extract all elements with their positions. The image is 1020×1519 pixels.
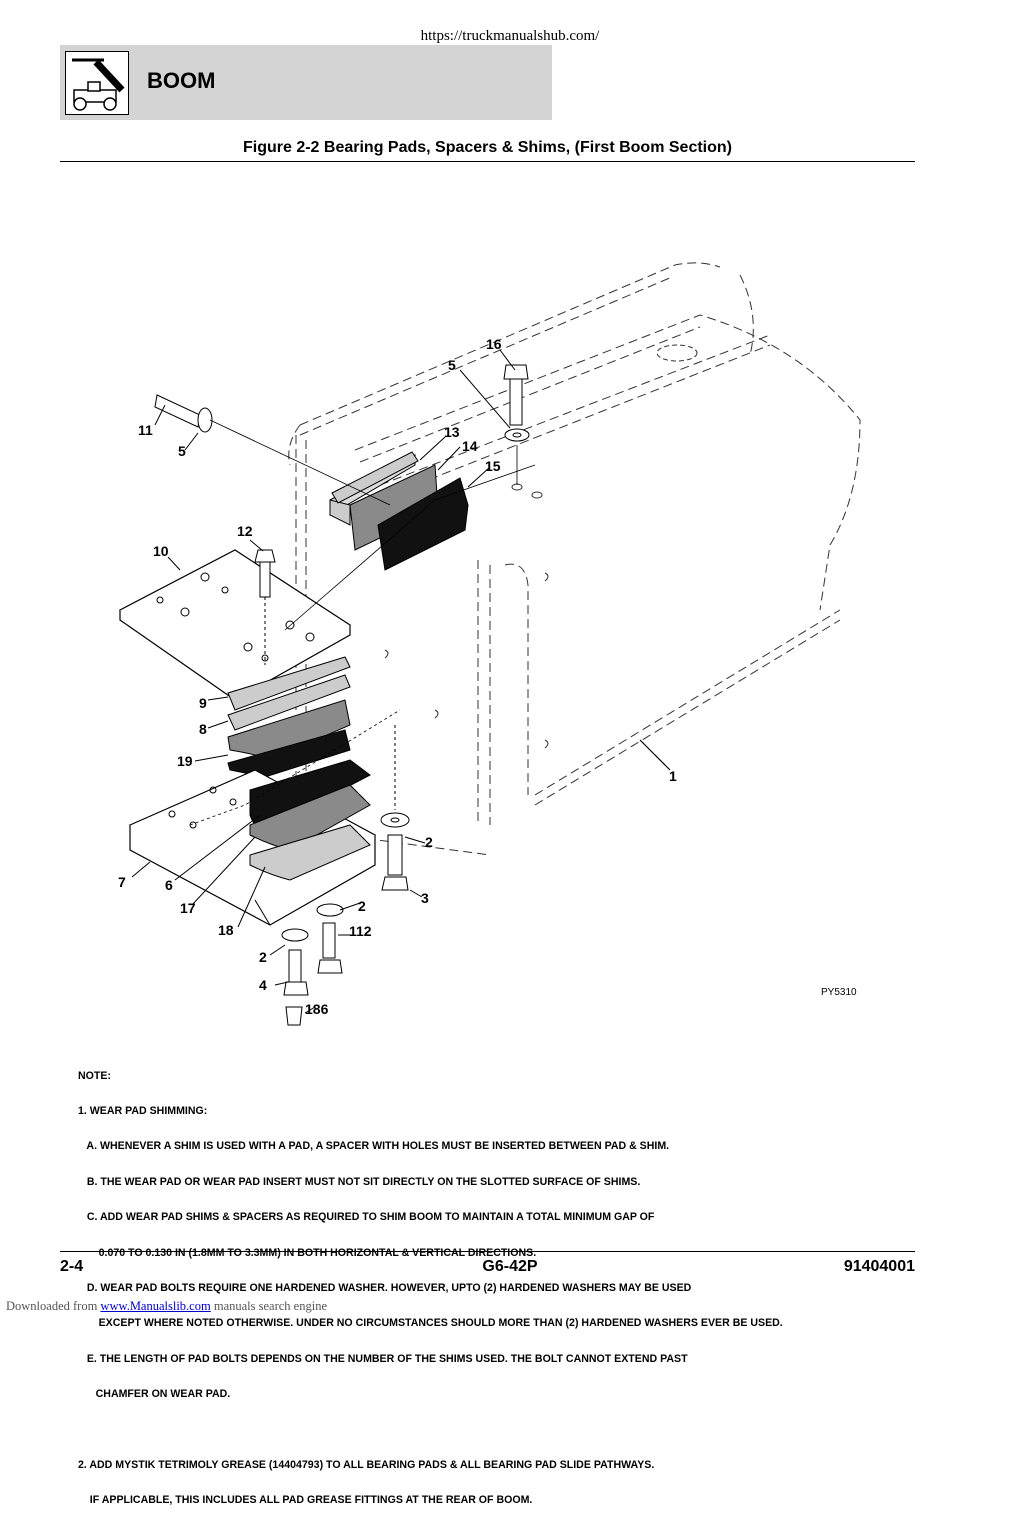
manualslib-link[interactable]: www.Manualslib.com [100, 1299, 211, 1313]
callout-16: 16 [486, 336, 502, 352]
figure-title: Figure 2-2 Bearing Pads, Spacers & Shims… [242, 139, 732, 156]
title-rule [60, 161, 915, 162]
callout-4: 4 [259, 977, 267, 993]
page-number: 2-4 [60, 1258, 84, 1275]
callout-7: 7 [118, 874, 126, 890]
callouts: 16 5 11 5 13 14 15 12 10 9 8 19 1 2 3 7 … [118, 336, 677, 1017]
callout-2-mid: 2 [358, 898, 366, 914]
download-prefix: Downloaded from [6, 1299, 101, 1313]
note-line: B. THE WEAR PAD OR WEAR PAD INSERT MUST … [78, 1175, 641, 1188]
callout-186: 186 [305, 1001, 329, 1017]
section-title: BOOM [147, 68, 216, 93]
callout-15: 15 [485, 458, 501, 474]
callout-18: 18 [218, 922, 234, 938]
callout-9: 9 [199, 695, 207, 711]
note-line: 1. WEAR PAD SHIMMING: [78, 1104, 208, 1117]
note-line: EXCEPT WHERE NOTED OTHERWISE. UNDER NO C… [78, 1317, 783, 1330]
telehandler-boom-icon [65, 51, 129, 115]
note-line: 2. ADD MYSTIK TETRIMOLY GREASE (14404793… [78, 1458, 655, 1471]
callout-5-left: 5 [178, 443, 186, 459]
note-line: C. ADD WEAR PAD SHIMS & SPACERS AS REQUI… [78, 1211, 655, 1224]
exploded-parts-diagram: 16 5 11 5 13 14 15 12 10 9 8 19 1 2 3 7 … [60, 165, 920, 1040]
callout-5-upper: 5 [448, 357, 456, 373]
document-number: 91404001 [843, 1258, 915, 1275]
model-name: G6-42P [482, 1258, 538, 1275]
figure-code: PY5310 [821, 987, 857, 998]
download-suffix: manuals search engine [210, 1299, 327, 1313]
note-line: A. WHENEVER A SHIM IS USED WITH A PAD, A… [78, 1140, 670, 1153]
callout-13: 13 [444, 424, 460, 440]
note-line: CHAMFER ON WEAR PAD. [78, 1388, 231, 1401]
callout-112: 112 [349, 923, 372, 939]
callout-6: 6 [165, 877, 173, 893]
callout-14: 14 [462, 438, 478, 454]
callout-19: 19 [177, 753, 193, 769]
download-notice: Downloaded from www.Manualslib.com manua… [6, 1299, 327, 1314]
section-header [60, 45, 552, 120]
callout-2-right: 2 [425, 834, 433, 850]
callout-8: 8 [199, 721, 207, 737]
boom-section-outline [288, 262, 861, 856]
callout-2-lower: 2 [259, 949, 267, 965]
source-url: https://truckmanualshub.com/ [420, 28, 600, 44]
note-line: NOTE: [78, 1069, 111, 1082]
callout-11: 11 [138, 422, 153, 438]
footer-rule [60, 1251, 915, 1252]
note-line: D. WEAR PAD BOLTS REQUIRE ONE HARDENED W… [78, 1281, 692, 1294]
callout-3: 3 [421, 890, 429, 906]
note-line: E. THE LENGTH OF PAD BOLTS DEPENDS ON TH… [78, 1352, 688, 1365]
callout-12: 12 [237, 523, 253, 539]
callout-1: 1 [669, 768, 677, 784]
callout-17: 17 [180, 900, 196, 916]
note-line [78, 1425, 783, 1437]
callout-10: 10 [153, 543, 169, 559]
notes-block: NOTE: 1. WEAR PAD SHIMMING: A. WHENEVER … [78, 1047, 783, 1519]
note-line: 0.070 TO 0.130 IN (1.8MM TO 3.3MM) IN BO… [78, 1246, 537, 1259]
note-line: IF APPLICABLE, THIS INCLUDES ALL PAD GRE… [78, 1494, 533, 1507]
